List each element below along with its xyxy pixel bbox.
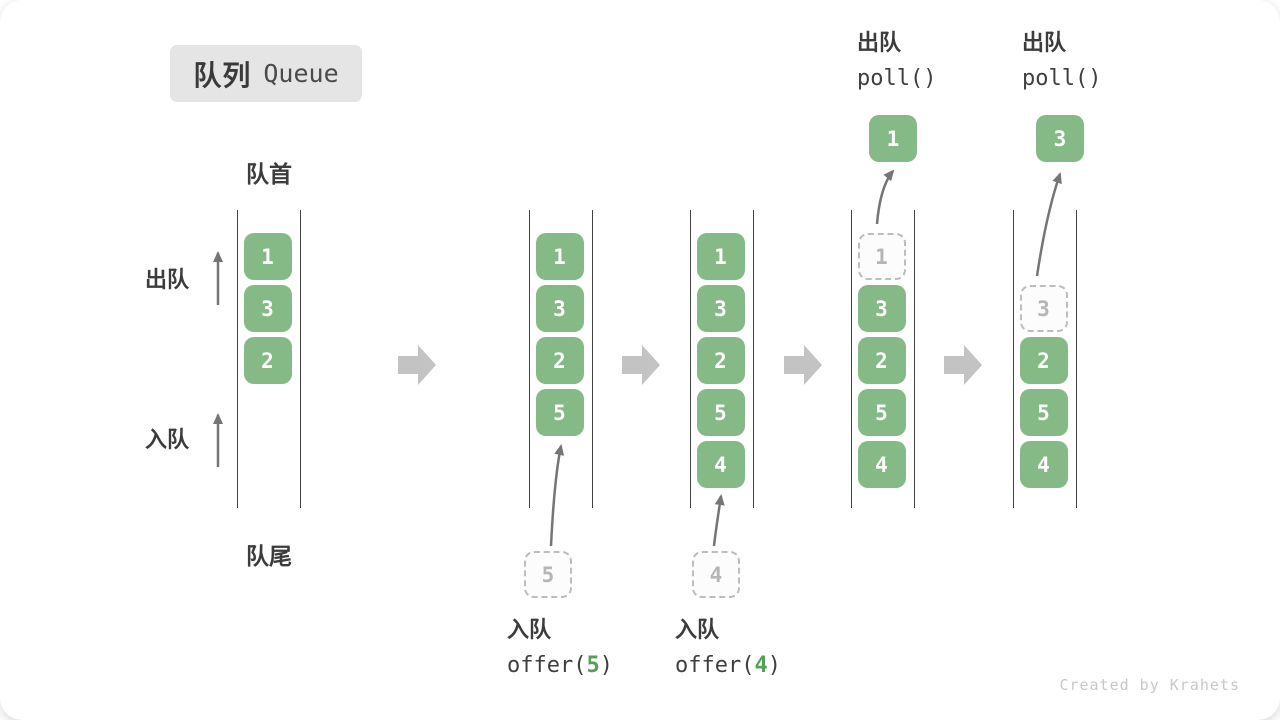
queue-cell: 2 [696,337,745,384]
label-queue-rear: 队尾 [246,543,292,569]
op-dequeue-poll-2: 出队 poll() [1022,28,1101,94]
op-code: offer(4) [675,651,781,681]
op-zh: 出队 [1022,30,1067,55]
label-enqueue: 入队 [145,427,190,452]
outgoing-element: 1 [869,115,917,162]
title-en: Queue [263,59,339,88]
op-dequeue-poll-1: 出队 poll() [857,28,936,94]
queue-state-2: 1 3 2 5 [529,210,593,508]
label-dequeue: 出队 [145,267,190,292]
code-open: offer( [507,653,587,678]
queue-cell: 1 [243,233,292,280]
op-zh: 入队 [675,617,720,642]
queue-cell: 5 [535,389,584,436]
queue-cell: 5 [857,389,906,436]
code-arg: 4 [754,653,768,678]
queue-cell: 2 [243,337,292,384]
credit-text: Created by Krahets [1059,676,1240,694]
incoming-element: 5 [524,551,572,598]
queue-cell: 2 [535,337,584,384]
queue-state-1: 1 3 2 [237,210,301,508]
next-state-arrow [944,345,982,385]
code-close: ) [599,653,613,678]
outgoing-element: 3 [1036,115,1084,162]
next-state-arrow [784,345,822,385]
queue-state-3: 1 3 2 5 4 [690,210,754,508]
queue-cell: 1 [696,233,745,280]
queue-cell: 4 [696,441,745,488]
queue-cell: 2 [857,337,906,384]
op-zh: 出队 [857,30,902,55]
queue-cell: 5 [696,389,745,436]
code-open: offer( [675,653,755,678]
title-zh: 队列 [193,59,252,91]
incoming-element: 4 [692,551,740,598]
op-zh: 入队 [507,617,552,642]
queue-cell: 3 [696,285,745,332]
next-state-arrow [622,345,660,385]
queue-state-5: 3 2 5 4 [1013,210,1077,508]
op-enqueue-offer-4: 入队 offer(4) [675,615,781,681]
label-queue-front: 队首 [246,161,292,187]
code-arg: 5 [586,653,600,678]
queue-cell-removed: 3 [1019,285,1068,332]
queue-cell: 1 [535,233,584,280]
title-badge: 队列 Queue [170,45,362,102]
queue-cell: 4 [1019,441,1068,488]
queue-cell: 3 [535,285,584,332]
code-close: ) [767,653,781,678]
queue-cell: 5 [1019,389,1068,436]
next-state-arrow [398,345,436,385]
queue-cell: 4 [857,441,906,488]
queue-cell: 2 [1019,337,1068,384]
queue-cell: 3 [857,285,906,332]
op-code: poll() [1022,66,1102,91]
op-code: offer(5) [507,651,613,681]
op-code: poll() [857,66,937,91]
op-enqueue-offer-5: 入队 offer(5) [507,615,613,681]
queue-state-4: 1 3 2 5 4 [851,210,915,508]
queue-cell: 3 [243,285,292,332]
queue-cell-removed: 1 [857,233,906,280]
